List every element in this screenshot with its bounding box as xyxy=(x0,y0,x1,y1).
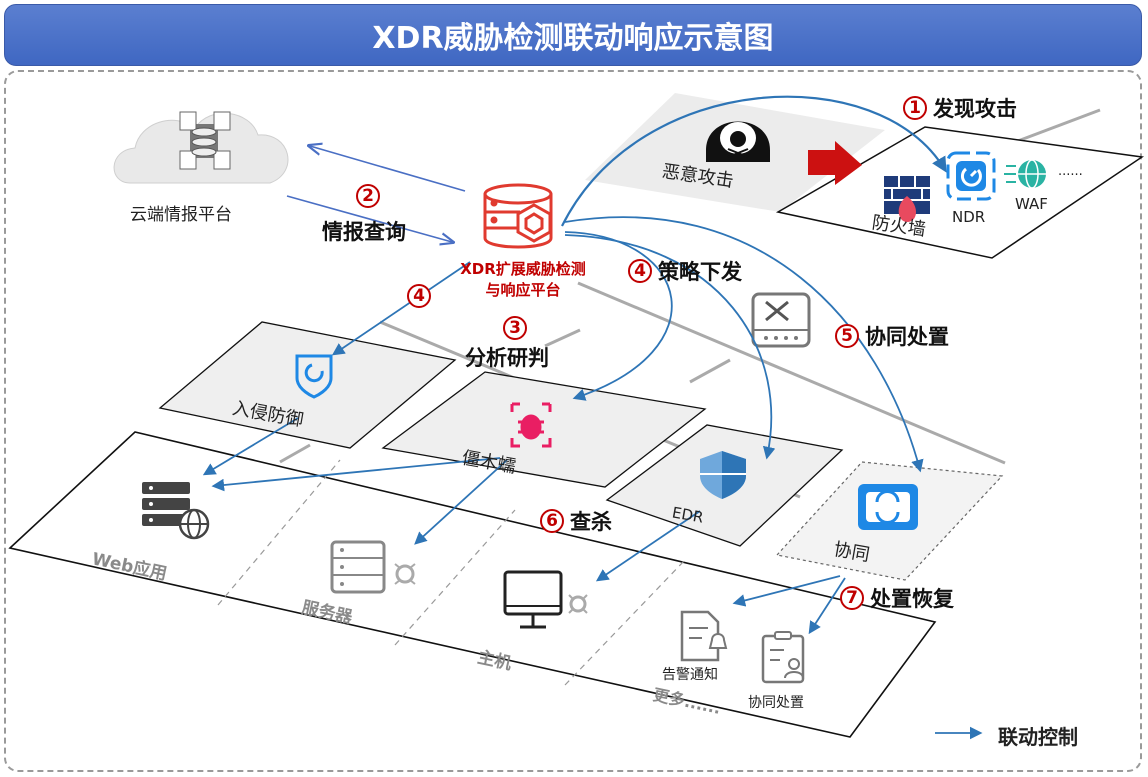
collab-monitor-icon xyxy=(858,484,918,530)
step-6-number: 6 xyxy=(540,509,564,533)
step-6: 6 查杀 xyxy=(540,506,612,536)
step-4-policy: 4 策略下发 xyxy=(628,256,742,286)
step-2-text: 情报查询 xyxy=(322,220,406,244)
arrow-cloud-query-in xyxy=(286,195,452,242)
arrow-zombie-web xyxy=(211,457,501,492)
arrow-cloud-query-out xyxy=(310,146,466,192)
arrow-to-collab xyxy=(564,216,924,473)
step-5-text: 协同处置 xyxy=(865,325,949,349)
step-2-number: 2 xyxy=(356,184,380,208)
intrusion-panel xyxy=(158,321,457,449)
step-4b-number: 4 xyxy=(407,284,431,308)
ndr-label: NDR xyxy=(952,208,986,226)
zombie-panel xyxy=(381,371,707,488)
cloud-icon xyxy=(113,111,289,184)
xdr-platform-icon xyxy=(483,183,553,249)
arrow-collab-action xyxy=(808,577,846,635)
diagram-frame xyxy=(4,70,1142,772)
step-7-number: 7 xyxy=(840,586,864,610)
alert-document-icon xyxy=(680,610,728,662)
title-bar: XDR威胁检测联动响应示意图 xyxy=(4,4,1142,66)
waf-icon xyxy=(1004,159,1046,189)
cloud-label: 云端情报平台 xyxy=(130,205,232,225)
xdr-label-line2: 与响应平台 xyxy=(485,281,561,299)
step-1: 1 发现攻击 xyxy=(903,93,1017,123)
firewall-panel xyxy=(775,126,1145,259)
arrow-to-edr xyxy=(564,234,776,460)
arrow-to-intrusion xyxy=(331,261,471,356)
hacker-icon xyxy=(706,121,770,162)
step-5-number: 5 xyxy=(835,324,859,348)
asset-dividers xyxy=(217,459,686,686)
arrow-intrusion-web xyxy=(202,417,299,476)
step-4-number: 4 xyxy=(628,259,652,283)
step-1-number: 1 xyxy=(903,96,927,120)
firewall-icon xyxy=(884,176,930,222)
step-7-text: 处置恢复 xyxy=(870,587,954,611)
web-server-icon xyxy=(142,482,210,540)
arrow-zombie-server xyxy=(414,459,508,545)
step-2: 2 情报查询 xyxy=(322,184,406,246)
step-7: 7 处置恢复 xyxy=(840,583,954,613)
step-1-text: 发现攻击 xyxy=(933,97,1017,121)
arrow-edr-host xyxy=(595,510,701,582)
waf-label: WAF xyxy=(1015,195,1048,213)
linkage-arrows xyxy=(202,95,983,740)
ndr-icon xyxy=(946,151,996,201)
step-6-text: 查杀 xyxy=(570,510,612,534)
arrow-collab-alert xyxy=(732,575,841,607)
edr-shield-icon xyxy=(700,451,746,499)
step-5: 5 协同处置 xyxy=(835,321,949,351)
server-icon xyxy=(330,540,416,594)
xdr-platform-label: XDR扩展威胁检测 与响应平台 xyxy=(438,258,608,300)
page-title: XDR威胁检测联动响应示意图 xyxy=(372,21,774,56)
step-4-text: 策略下发 xyxy=(658,260,742,284)
step-3-number: 3 xyxy=(503,316,527,340)
collab-clipboard-icon xyxy=(761,631,805,684)
host-monitor-icon xyxy=(503,570,588,629)
xdr-label-line1: XDR扩展威胁检测 xyxy=(460,260,586,278)
bug-icon xyxy=(510,402,552,448)
step-4-intrusion: 4 xyxy=(407,284,431,308)
attack-direction-arrow xyxy=(808,141,862,185)
intrusion-icon xyxy=(295,354,333,399)
legend-label: 联动控制 xyxy=(998,725,1078,749)
more-dots-label: ...... xyxy=(1058,164,1083,179)
step-3-text: 分析研判 xyxy=(465,346,549,370)
switch-icon xyxy=(751,292,811,348)
arrow-discover-attack xyxy=(561,95,947,227)
alert-label: 告警通知 xyxy=(662,667,718,683)
collab-action-label: 协同处置 xyxy=(748,695,804,711)
step-3: 3 分析研判 xyxy=(465,316,549,372)
